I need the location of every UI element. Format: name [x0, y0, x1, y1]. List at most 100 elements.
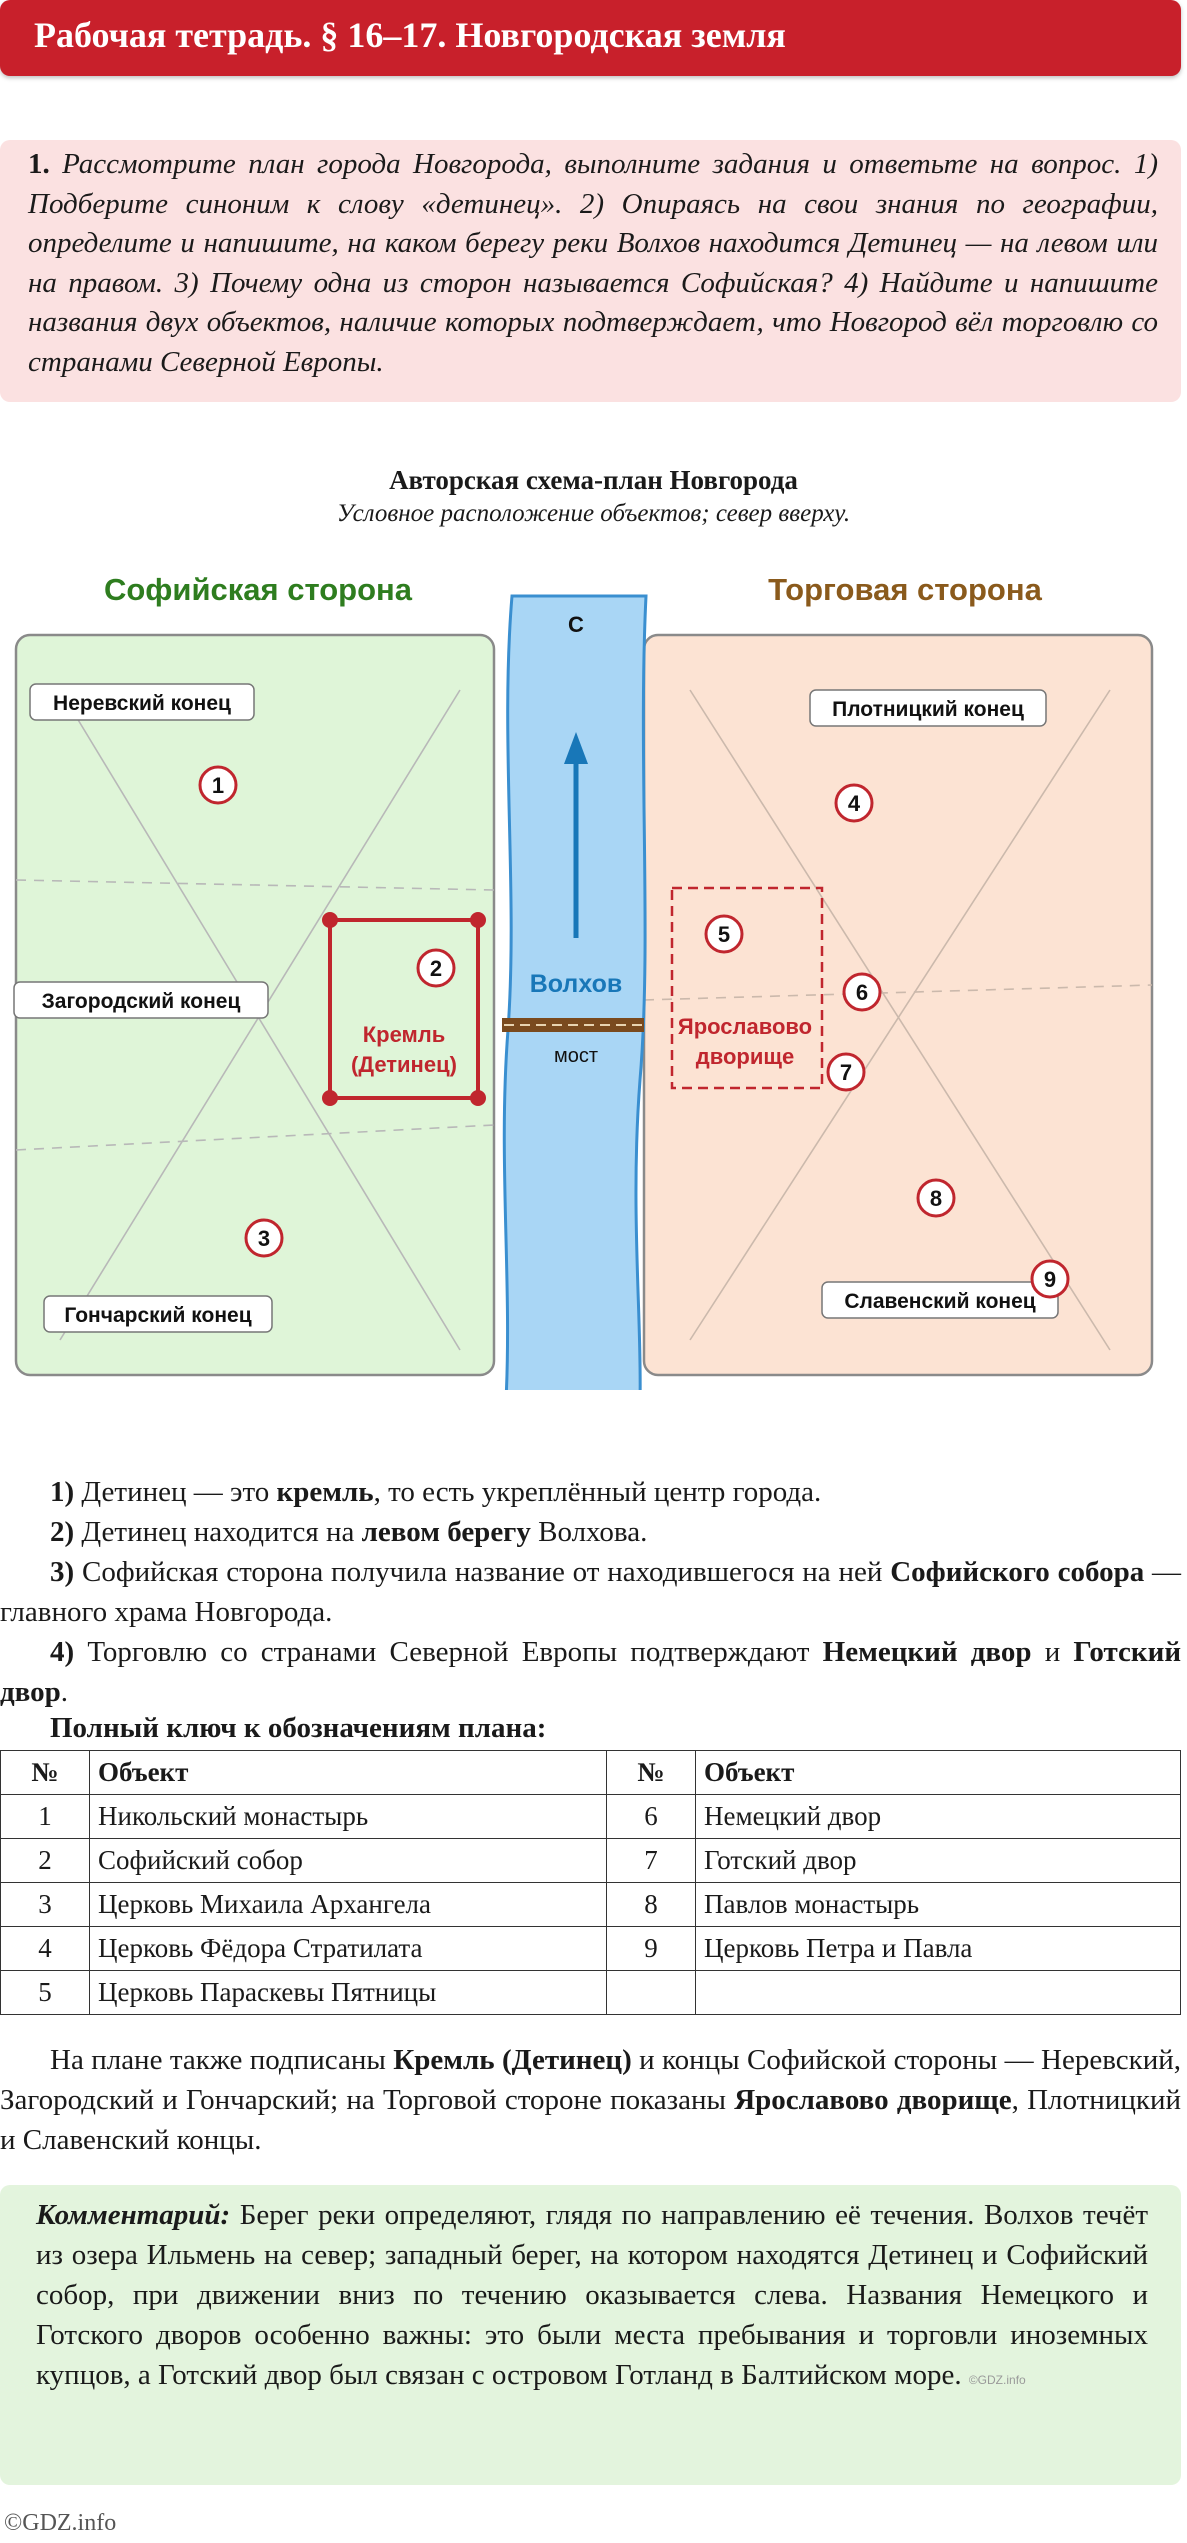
- marker-1: 1: [198, 765, 238, 805]
- kremlin-tower: [322, 912, 338, 928]
- comment-body: Берег реки определяют, глядя по направле…: [36, 2199, 1149, 2391]
- cell-object: Готский двор: [695, 1838, 1181, 1883]
- trade-grid-lines: [643, 689, 1153, 1351]
- trade-side-title: Торговая сторона: [768, 572, 1042, 607]
- marker-6-label: 6: [856, 980, 868, 1005]
- marker-5-label: 5: [718, 922, 730, 947]
- label-nerevsky-end: Неревский конец: [29, 683, 255, 721]
- kremlin-tower: [470, 912, 486, 928]
- answer-1-text: Детинец — это: [81, 1476, 270, 1508]
- cell-num: 1: [0, 1794, 90, 1839]
- after-post: , Плотницкий и Славенский концы.: [0, 2084, 1181, 2156]
- trade-side-area: [642, 633, 1154, 1377]
- answer-4-bold-1: Немецкий двор: [822, 1636, 1032, 1668]
- marker-1-label: 1: [212, 773, 224, 798]
- comment-text: Комментарий: Берег реки определяют, гляд…: [36, 2195, 1148, 2400]
- nerevsky-end-text: Неревский конец: [53, 692, 231, 715]
- answer-1-number: 1): [50, 1476, 75, 1508]
- after-bold-1: Кремль (Детинец): [393, 2044, 632, 2076]
- sofia-grid-lines: [15, 689, 495, 1351]
- col-num: №: [0, 1750, 90, 1795]
- col-object: Объект: [89, 1750, 607, 1795]
- answer-3-rest: — главного храма Новгорода.: [0, 1556, 1182, 1628]
- answer-1-bold: кремль: [276, 1476, 374, 1508]
- cell-num: [606, 1970, 696, 2015]
- answer-4-bold-2: Готский двор: [0, 1636, 1182, 1708]
- marker-4: 4: [834, 783, 874, 823]
- kremlin-label-line2: (Детинец): [351, 1052, 457, 1077]
- cell-object: Церковь Параскевы Пятницы: [89, 1970, 607, 2015]
- cell-num: 8: [606, 1882, 696, 1927]
- marker-7: 7: [826, 1052, 866, 1092]
- answer-2: 2) Детинец находится на левом берегу Вол…: [0, 1512, 1181, 1552]
- cell-object: Павлов монастырь: [695, 1882, 1181, 1927]
- cell-num: 4: [0, 1926, 90, 1971]
- answer-2-rest: Волхова.: [538, 1516, 648, 1548]
- answer-4-rest: .: [60, 1676, 69, 1708]
- kremlin-tower: [470, 1090, 486, 1106]
- col-object-2: Объект: [695, 1750, 1181, 1795]
- comment-label: Комментарий:: [36, 2199, 231, 2231]
- answer-1: 1) Детинец — это кремль, то есть укреплё…: [0, 1472, 1181, 1512]
- plotnitsky-end-text: Плотницкий конец: [832, 698, 1024, 721]
- answer-1-rest: , то есть укреплённый центр города.: [373, 1476, 822, 1508]
- kremlin-label-line1: Кремль: [363, 1022, 446, 1047]
- kremlin-tower: [322, 1090, 338, 1106]
- north-arrow-icon: [564, 732, 588, 764]
- answers-block: 1) Детинец — это кремль, то есть укреплё…: [0, 1472, 1181, 1712]
- cell-object: Немецкий двор: [695, 1794, 1181, 1839]
- goncharsky-end-text: Гончарский конец: [64, 1304, 251, 1327]
- answer-2-bold: левом берегу: [361, 1516, 531, 1548]
- marker-3-label: 3: [258, 1226, 270, 1251]
- comment-watermark: ©GDZ.info: [968, 2373, 1026, 2387]
- label-zagorodsky-end: Загородский конец: [13, 981, 269, 1019]
- key-table-header: № Объект № Объект: [0, 1750, 1181, 1795]
- answer-3-bold: Софийского собора: [890, 1556, 1145, 1588]
- answer-2-number: 2): [50, 1516, 75, 1548]
- cell-object: Церковь Михаила Архангела: [89, 1882, 607, 1927]
- river-label: Волхов: [530, 970, 623, 998]
- plan-subtitle: Условное расположение объектов; север вв…: [336, 500, 851, 527]
- yaroslav-label-line1: Ярославово: [678, 1014, 812, 1039]
- footer-copyright: ©GDZ.info: [4, 2510, 117, 2536]
- label-slavensky-end: Славенский конец: [821, 1281, 1059, 1319]
- col-num-2: №: [606, 1750, 696, 1795]
- cell-object: Софийский собор: [89, 1838, 607, 1883]
- marker-6: 6: [842, 972, 882, 1012]
- answer-4-number: 4): [50, 1636, 75, 1668]
- kremlin-walls: [328, 918, 480, 1100]
- answer-3-text: Софийская сторона получила название от н…: [81, 1556, 883, 1588]
- answer-4: 4) Торговлю со странами Северной Европы …: [0, 1632, 1181, 1712]
- comment-box: [0, 2185, 1181, 2485]
- cell-object: Церковь Фёдора Стратилата: [89, 1926, 607, 1971]
- marker-8: 8: [916, 1178, 956, 1218]
- sofia-side-title: Софийская сторона: [104, 572, 413, 607]
- header-bar: [0, 0, 1181, 76]
- answer-2-text: Детинец находится на: [81, 1516, 355, 1548]
- key-title: Полный ключ к обозначениям плана:: [50, 1712, 547, 1744]
- volkhov-river: [502, 594, 648, 1390]
- after-mid: и концы Софийской стороны — Неревский, З…: [0, 2044, 1182, 2116]
- task-text: 1. Рассмотрите план города Новгорода, вы…: [28, 145, 1158, 382]
- task-box: [0, 140, 1181, 402]
- marker-5: 5: [704, 914, 744, 954]
- cell-num: 9: [606, 1926, 696, 1971]
- cell-num: 3: [0, 1882, 90, 1927]
- cell-num: 2: [0, 1838, 90, 1883]
- slavensky-end-text: Славенский конец: [844, 1290, 1035, 1313]
- label-plotnitsky-end: Плотницкий конец: [809, 689, 1047, 727]
- after-bold-2: Ярославово дворище: [734, 2084, 1012, 2116]
- cell-num: 6: [606, 1794, 696, 1839]
- after-pre: На плане также подписаны: [50, 2044, 386, 2076]
- marker-9-label: 9: [1044, 1267, 1056, 1292]
- marker-8-label: 8: [930, 1186, 942, 1211]
- bridge-label: мост: [554, 1045, 598, 1067]
- cell-object: Никольский монастырь: [89, 1794, 607, 1839]
- marker-7-label: 7: [840, 1060, 852, 1085]
